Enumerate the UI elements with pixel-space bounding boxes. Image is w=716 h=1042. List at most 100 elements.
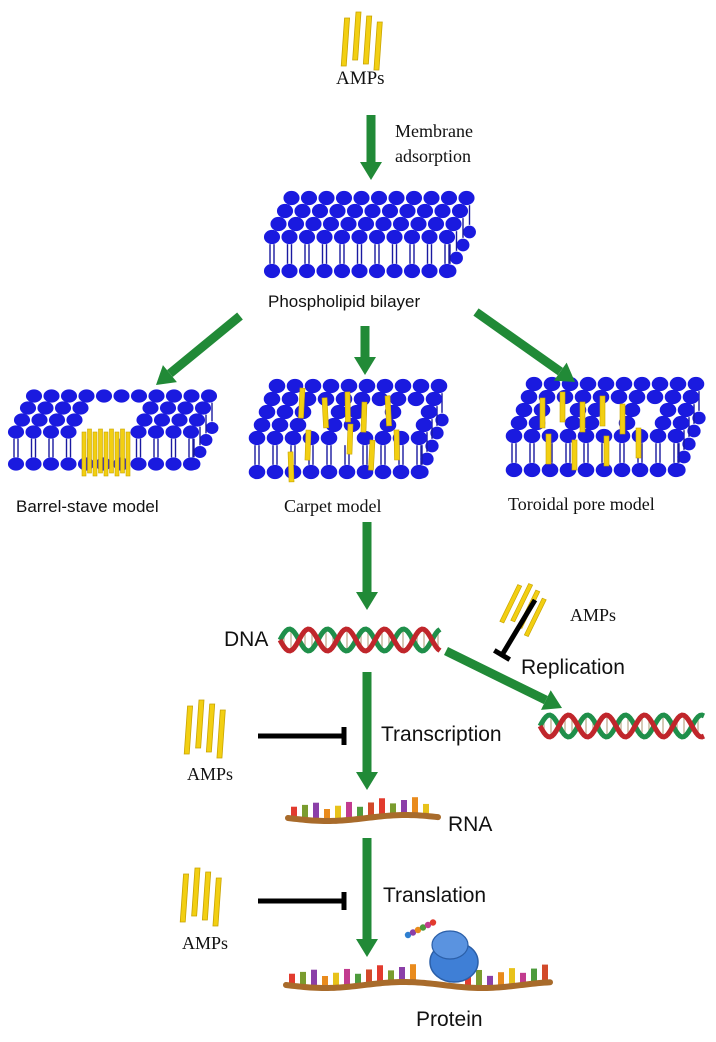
- lipid-head: [333, 263, 351, 279]
- amp-peptide-bar: [120, 428, 125, 474]
- lipid-head: [325, 417, 343, 433]
- lipid-head: [577, 462, 595, 478]
- lipid-head: [302, 464, 320, 480]
- amp-peptide-bar: [81, 431, 87, 477]
- translation-label: Translation: [383, 884, 487, 907]
- lipid-head: [371, 391, 389, 407]
- amp-peptide-bar: [539, 397, 546, 429]
- lipid-head: [692, 411, 706, 425]
- lipid-head: [356, 430, 374, 446]
- rna-nucleotide: [498, 972, 504, 988]
- amps-transcription-label: AMPs: [187, 764, 234, 784]
- rna-label: RNA: [448, 813, 493, 836]
- lipid-head: [416, 203, 434, 219]
- rna-nucleotide: [357, 806, 363, 819]
- amp-peptide-bar: [191, 867, 201, 917]
- lipid-head: [148, 389, 165, 403]
- lipid-head: [430, 378, 448, 394]
- lipid-head: [394, 378, 412, 394]
- lipid-head: [281, 391, 299, 407]
- lipid-head: [300, 190, 318, 206]
- lipid-head: [386, 229, 403, 245]
- lipid-head: [381, 203, 399, 219]
- lipid-head: [427, 216, 445, 232]
- lipid-head: [200, 389, 218, 403]
- carpet-model-label: Carpet model: [284, 496, 382, 516]
- rna-nucleotide: [509, 968, 515, 987]
- lipid-head: [523, 428, 541, 444]
- lipid-head: [95, 389, 113, 403]
- lipid-head: [443, 264, 457, 278]
- lipid-head: [687, 376, 705, 392]
- lipid-head: [374, 430, 392, 446]
- arrow-head: [156, 365, 177, 385]
- lipid-head: [346, 203, 364, 219]
- lipid-head: [399, 203, 416, 219]
- rna-nucleotide: [302, 804, 308, 820]
- lipid-head: [403, 263, 421, 279]
- arrow-to-barrel-stave: [156, 312, 243, 385]
- lipid-head: [248, 464, 266, 480]
- rna-nucleotide: [531, 968, 537, 984]
- amp-peptide-bar: [362, 15, 373, 65]
- membrane-adsorption-label-line2: adsorption: [395, 146, 471, 166]
- lipid-head: [7, 425, 25, 439]
- lipid-head: [281, 229, 298, 245]
- lipid-head: [520, 389, 538, 405]
- lipid-head: [322, 378, 340, 394]
- lipid-head: [386, 263, 403, 279]
- lipid-head: [270, 216, 287, 232]
- ribosome-large-subunit: [431, 930, 469, 960]
- lipid-head: [37, 401, 54, 415]
- lipid-head: [633, 376, 651, 392]
- replication-inhibitor: [492, 598, 538, 662]
- dna-label: DNA: [224, 628, 269, 651]
- amp-peptide-bar: [559, 391, 566, 423]
- lipid-head: [410, 216, 427, 232]
- lipid-head: [577, 428, 595, 444]
- rna-nucleotide: [289, 973, 295, 986]
- lipid-head: [177, 401, 194, 415]
- lipid-head: [165, 457, 182, 471]
- lipid-head: [294, 203, 311, 219]
- lipid-head: [505, 462, 523, 478]
- lipid-head: [559, 428, 577, 444]
- lipid-head: [188, 413, 206, 427]
- lipid-head: [646, 389, 664, 405]
- lipid-head: [19, 401, 37, 415]
- lipid-head: [78, 389, 95, 403]
- lipid-head: [389, 391, 407, 407]
- peptide-residue: [424, 921, 432, 929]
- lipid-head: [353, 190, 370, 206]
- lipid-head: [421, 263, 438, 279]
- lipid-head: [253, 417, 271, 433]
- lipid-head: [368, 229, 386, 245]
- transcription-inhibitor: [258, 727, 347, 745]
- lipid-head: [654, 415, 672, 431]
- lipid-head: [623, 402, 641, 418]
- lipid-head: [316, 229, 333, 245]
- lipid-head: [463, 225, 476, 239]
- dna-strand: [537, 712, 706, 740]
- amp-peptide-bar: [298, 387, 306, 419]
- lipid-head: [287, 216, 305, 232]
- membrane-adsorption-label-line1: Membrane: [395, 121, 473, 141]
- lipid-head: [60, 425, 77, 439]
- amp-peptide-bar: [304, 429, 312, 461]
- translation-arrow: [356, 838, 378, 957]
- arrow-to-dna: [356, 522, 378, 610]
- amp-peptide-bar: [287, 451, 295, 483]
- lipid-head: [183, 389, 200, 403]
- amp-peptide-bar: [545, 433, 552, 465]
- lipid-head: [613, 462, 631, 478]
- lipid-head: [682, 437, 696, 451]
- rna-nucleotide: [324, 808, 330, 821]
- inhibitor-bar: [492, 648, 512, 662]
- lipid-head: [266, 464, 284, 480]
- lipid-head: [392, 216, 410, 232]
- mrna-strand: [283, 964, 553, 992]
- amp-peptide-bar: [393, 429, 400, 461]
- lipid-head: [351, 229, 368, 245]
